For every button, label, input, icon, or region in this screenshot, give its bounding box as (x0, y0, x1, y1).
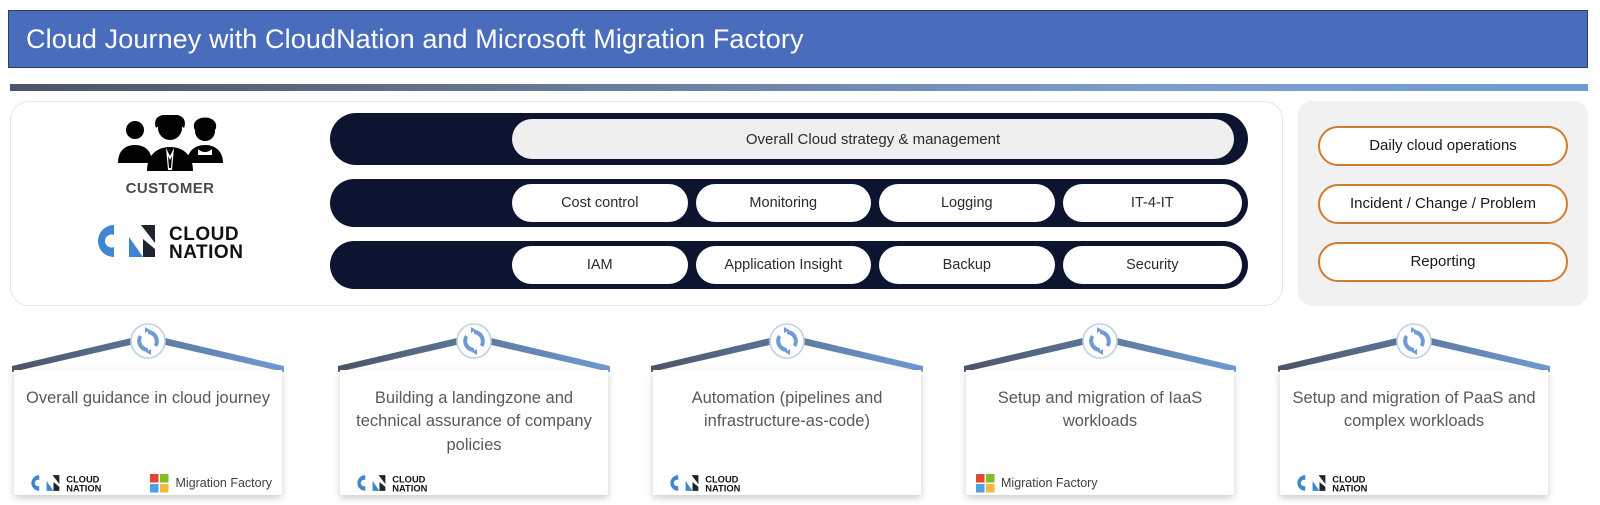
journey-card-logos: CLOUD NATION Migration Factory (14, 470, 282, 496)
journey-card-5[interactable]: Setup and migration of PaaS and complex … (1266, 322, 1562, 505)
svg-text:NATION: NATION (66, 483, 101, 493)
capability-rows: Overall Cloud strategy & management Cost… (330, 113, 1248, 303)
customer-block: CUSTOMER CLOUD NATION (10, 101, 330, 306)
capability-pill-security[interactable]: Security (1062, 246, 1242, 284)
journey-card-text: Building a landingzone and technical ass… (356, 389, 592, 454)
migration-factory-label: Migration Factory (175, 476, 272, 490)
journey-card-logos: CLOUD NATION (653, 470, 921, 496)
capability-row-platform: IAM Application Insight Backup Security (330, 241, 1248, 289)
capability-row-operations: Cost control Monitoring Logging IT-4-IT (330, 179, 1248, 227)
capability-pill-iam[interactable]: IAM (512, 246, 688, 284)
svg-text:CLOUD: CLOUD (66, 475, 99, 485)
microsoft-squares-icon (150, 473, 169, 493)
journey-card-3[interactable]: Automation (pipelines and infrastructure… (639, 322, 935, 505)
journey-card-body: Setup and migration of PaaS and complex … (1280, 370, 1548, 495)
capability-pill-cost-control[interactable]: Cost control (512, 184, 688, 222)
sync-arrows-icon (1396, 323, 1432, 359)
svg-text:CLOUD: CLOUD (169, 224, 239, 245)
operations-panel: Daily cloud operations Incident / Change… (1298, 101, 1588, 306)
journey-card-logos: CLOUD NATION (1280, 470, 1548, 496)
journey-card-logos: CLOUD NATION (340, 470, 608, 496)
cloudnation-logo: CLOUD NATION (670, 475, 741, 493)
capability-pill-it4it[interactable]: IT-4-IT (1062, 184, 1242, 222)
svg-text:CLOUD: CLOUD (1332, 475, 1365, 485)
capability-pill-logging[interactable]: Logging (879, 184, 1055, 222)
cloudnation-logo: CLOUD NATION (357, 475, 428, 493)
svg-text:NATION: NATION (392, 483, 427, 493)
capability-pill-monitoring[interactable]: Monitoring (695, 184, 872, 222)
svg-text:CLOUD: CLOUD (392, 475, 425, 485)
svg-text:NATION: NATION (705, 483, 740, 493)
journey-card-text: Setup and migration of PaaS and complex … (1292, 389, 1536, 431)
journey-card-body: Overall guidance in cloud journey (14, 370, 282, 495)
svg-text:NATION: NATION (1332, 483, 1367, 493)
migration-factory-logo: Migration Factory (976, 473, 1098, 493)
cloudnation-logo: CLOUD NATION (97, 224, 243, 261)
journey-card-4[interactable]: Setup and migration of IaaS workloads Mi… (952, 322, 1248, 505)
capability-row-strategy: Overall Cloud strategy & management (330, 113, 1248, 165)
journey-card-text: Setup and migration of IaaS workloads (997, 389, 1203, 431)
migration-factory-label: Migration Factory (1001, 476, 1098, 490)
customer-label: CUSTOMER (125, 180, 215, 197)
journey-card-body: Building a landingzone and technical ass… (340, 370, 608, 495)
capability-pill-overall-strategy[interactable]: Overall Cloud strategy & management (512, 119, 1234, 159)
journey-card-logos: Migration Factory (966, 470, 1234, 496)
journey-card-2[interactable]: Building a landingzone and technical ass… (326, 322, 622, 505)
ops-pill-incident-change-problem[interactable]: Incident / Change / Problem (1318, 183, 1568, 224)
people-group-icon (118, 115, 223, 171)
ops-pill-daily-cloud-operations[interactable]: Daily cloud operations (1318, 125, 1568, 166)
ops-pill-reporting[interactable]: Reporting (1318, 241, 1568, 282)
journey-cards: Overall guidance in cloud journey CLOUD … (0, 322, 1600, 505)
microsoft-squares-icon (976, 473, 995, 493)
sync-arrows-icon (1082, 323, 1118, 359)
capability-pill-application-insight[interactable]: Application Insight (695, 246, 872, 284)
capability-pill-backup[interactable]: Backup (879, 246, 1055, 284)
journey-card-1[interactable]: Overall guidance in cloud journey CLOUD … (0, 322, 296, 505)
page-title: Cloud Journey with CloudNation and Micro… (26, 23, 804, 54)
journey-card-text: Overall guidance in cloud journey (26, 389, 270, 407)
cloudnation-logo: CLOUD NATION (31, 475, 102, 493)
cloudnation-logo: CLOUD NATION (1297, 475, 1368, 493)
svg-text:CLOUD: CLOUD (705, 475, 738, 485)
journey-card-body: Automation (pipelines and infrastructure… (653, 370, 921, 495)
migration-factory-logo: Migration Factory (150, 473, 272, 493)
sync-arrows-icon (456, 323, 492, 359)
sync-arrows-icon (130, 323, 166, 359)
gradient-divider (10, 84, 1588, 91)
journey-card-text: Automation (pipelines and infrastructure… (691, 389, 883, 431)
svg-text:NATION: NATION (169, 242, 243, 261)
journey-card-body: Setup and migration of IaaS workloads (966, 370, 1234, 495)
sync-arrows-icon (769, 323, 805, 359)
page-title-bar: Cloud Journey with CloudNation and Micro… (8, 10, 1588, 68)
